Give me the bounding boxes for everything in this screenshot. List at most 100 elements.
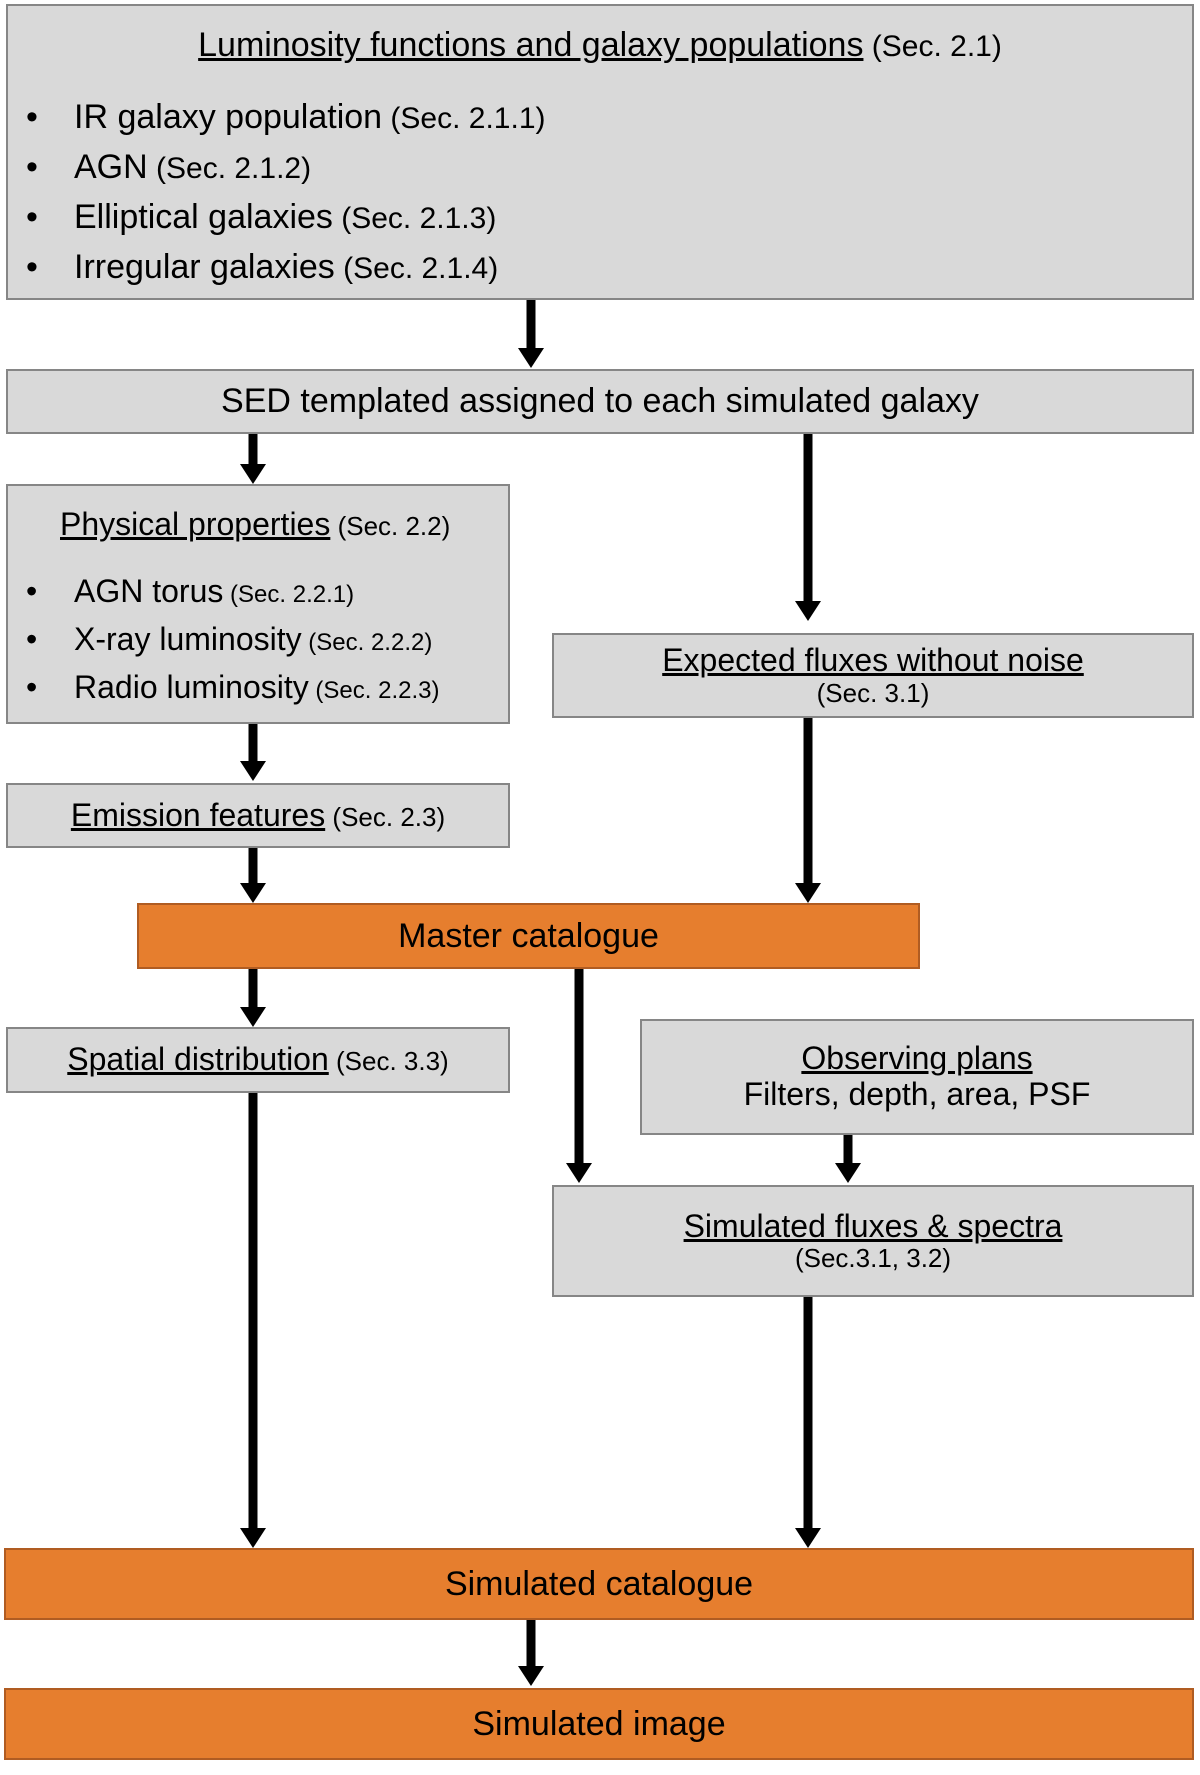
arrow-shaft <box>526 1620 536 1668</box>
arrow-head-icon <box>518 1666 544 1686</box>
arrow-shaft <box>803 434 813 603</box>
list-item-section: (Sec. 2.2.1) <box>223 580 355 608</box>
arrow-head-icon <box>795 1528 821 1548</box>
list-item: • X-ray luminosity (Sec. 2.2.2) <box>26 621 508 669</box>
physical-properties-heading-section: (Sec. 2.2) <box>330 511 451 542</box>
arrow-shaft <box>843 1135 853 1165</box>
arrow-head-icon <box>240 883 266 903</box>
list-item-label: AGN torus <box>74 572 224 609</box>
expected-fluxes-heading-text: Expected fluxes without noise <box>662 642 1084 679</box>
physical-properties-bullet-list: • AGN torus (Sec. 2.2.1) • X-ray luminos… <box>26 573 508 717</box>
bullet-icon: • <box>26 98 38 137</box>
arrow-sed-to-expected-fluxes <box>793 434 823 621</box>
node-sed-template: SED templated assigned to each simulated… <box>6 369 1194 434</box>
list-item-label: IR galaxy population <box>74 98 383 137</box>
luminosity-functions-heading: Luminosity functions and galaxy populati… <box>8 26 1192 64</box>
node-observing-plans: Observing plans Filters, depth, area, PS… <box>640 1019 1194 1135</box>
arrow-shaft <box>248 434 258 466</box>
list-item-label: Irregular galaxies <box>74 248 335 287</box>
simulated-image-label: Simulated image <box>472 1704 726 1743</box>
list-item: • Elliptical galaxies (Sec. 2.1.3) <box>26 198 1192 248</box>
node-physical-properties: Physical properties (Sec. 2.2) • AGN tor… <box>6 484 510 724</box>
list-item-label: Elliptical galaxies <box>74 198 333 237</box>
list-item-section: (Sec. 2.1.3) <box>332 202 497 236</box>
arrow-shaft <box>248 969 258 1009</box>
arrow-master-to-simulated-fluxes <box>564 969 594 1183</box>
node-master-catalogue: Master catalogue <box>137 903 920 969</box>
arrow-head-icon <box>240 464 266 484</box>
arrow-shaft <box>574 969 584 1165</box>
list-item-section: (Sec. 2.2.2) <box>301 628 433 656</box>
physical-properties-heading-text: Physical properties <box>60 506 331 543</box>
expected-fluxes-subtitle: (Sec. 3.1) <box>816 677 930 708</box>
luminosity-functions-bullet-list: • IR galaxy population (Sec. 2.1.1) • AG… <box>26 98 1192 298</box>
node-luminosity-functions: Luminosity functions and galaxy populati… <box>6 4 1194 300</box>
spatial-distribution-heading-text: Spatial distribution <box>67 1041 329 1078</box>
list-item-label: X-ray luminosity <box>74 620 302 657</box>
arrow-shaft <box>248 848 258 885</box>
node-expected-fluxes: Expected fluxes without noise (Sec. 3.1) <box>552 633 1194 718</box>
list-item-section: (Sec. 2.1.4) <box>334 252 499 286</box>
arrow-head-icon <box>835 1163 861 1183</box>
list-item-section: (Sec. 2.1.1) <box>382 102 546 136</box>
observing-plans-heading-text: Observing plans <box>801 1040 1033 1077</box>
spatial-distribution-heading-section: (Sec. 3.3) <box>328 1046 449 1077</box>
arrow-head-icon <box>240 761 266 781</box>
bullet-icon: • <box>26 572 38 609</box>
bullet-icon: • <box>26 248 38 287</box>
observing-plans-subtitle: Filters, depth, area, PSF <box>743 1076 1091 1112</box>
simulated-fluxes-subtitle: (Sec.3.1, 3.2) <box>794 1243 952 1274</box>
expected-fluxes-heading: Expected fluxes without noise <box>662 642 1084 679</box>
list-item-label: AGN <box>74 148 148 187</box>
emission-features-heading-section: (Sec. 2.3) <box>325 801 446 832</box>
luminosity-functions-heading-text: Luminosity functions and galaxy populati… <box>198 25 864 64</box>
arrow-spatial-to-simulated-catalogue <box>238 1093 268 1548</box>
bullet-icon: • <box>26 198 38 237</box>
emission-features-heading-text: Emission features <box>70 796 326 833</box>
arrow-simulated-catalogue-to-simulated-image <box>516 1620 546 1686</box>
arrow-shaft <box>248 724 258 763</box>
list-item: • IR galaxy population (Sec. 2.1.1) <box>26 98 1192 148</box>
list-item-section: (Sec. 2.1.2) <box>147 152 312 186</box>
arrow-head-icon <box>566 1163 592 1183</box>
arrow-expected-fluxes-to-master <box>793 718 823 903</box>
bullet-icon: • <box>26 620 38 657</box>
list-item: • AGN torus (Sec. 2.2.1) <box>26 573 508 621</box>
sed-template-label: SED templated assigned to each simulated… <box>221 382 979 421</box>
arrow-emission-to-master <box>238 848 268 903</box>
node-emission-features: Emission features (Sec. 2.3) <box>6 783 510 848</box>
bullet-icon: • <box>26 668 38 705</box>
spatial-distribution-heading: Spatial distribution (Sec. 3.3) <box>67 1041 449 1078</box>
arrow-head-icon <box>795 883 821 903</box>
arrow-head-icon <box>240 1007 266 1027</box>
node-simulated-fluxes: Simulated fluxes & spectra (Sec.3.1, 3.2… <box>552 1185 1194 1297</box>
master-catalogue-label: Master catalogue <box>398 916 659 955</box>
arrow-sed-to-physical <box>238 434 268 484</box>
node-simulated-image: Simulated image <box>4 1688 1194 1760</box>
arrow-physical-to-emission <box>238 724 268 781</box>
list-item: • AGN (Sec. 2.1.2) <box>26 148 1192 198</box>
node-simulated-catalogue-box: Simulated catalogue <box>4 1548 1194 1620</box>
arrow-head-icon <box>518 348 544 368</box>
node-spatial-distribution: Spatial distribution (Sec. 3.3) <box>6 1027 510 1093</box>
emission-features-heading: Emission features (Sec. 2.3) <box>70 796 446 834</box>
arrow-shaft <box>526 300 536 350</box>
luminosity-functions-heading-section: (Sec. 2.1) <box>863 29 1002 63</box>
arrow-head-icon <box>795 601 821 621</box>
list-item-label: Radio luminosity <box>74 668 309 705</box>
arrow-simulated-fluxes-to-simulated-catalogue <box>793 1297 823 1548</box>
list-item: • Irregular galaxies (Sec. 2.1.4) <box>26 248 1192 298</box>
observing-plans-heading: Observing plans <box>801 1040 1033 1077</box>
arrow-shaft <box>803 718 813 885</box>
bullet-icon: • <box>26 148 38 187</box>
arrow-luminosity-to-sed <box>516 300 546 368</box>
arrow-master-to-spatial <box>238 969 268 1027</box>
arrow-shaft <box>803 1297 813 1530</box>
list-item-section: (Sec. 2.2.3) <box>308 676 440 704</box>
physical-properties-heading: Physical properties (Sec. 2.2) <box>60 506 508 543</box>
arrow-head-icon <box>240 1528 266 1548</box>
simulated-fluxes-heading-text: Simulated fluxes & spectra <box>683 1207 1063 1244</box>
arrow-shaft <box>248 1093 258 1530</box>
simulated-fluxes-heading: Simulated fluxes & spectra <box>683 1207 1063 1245</box>
